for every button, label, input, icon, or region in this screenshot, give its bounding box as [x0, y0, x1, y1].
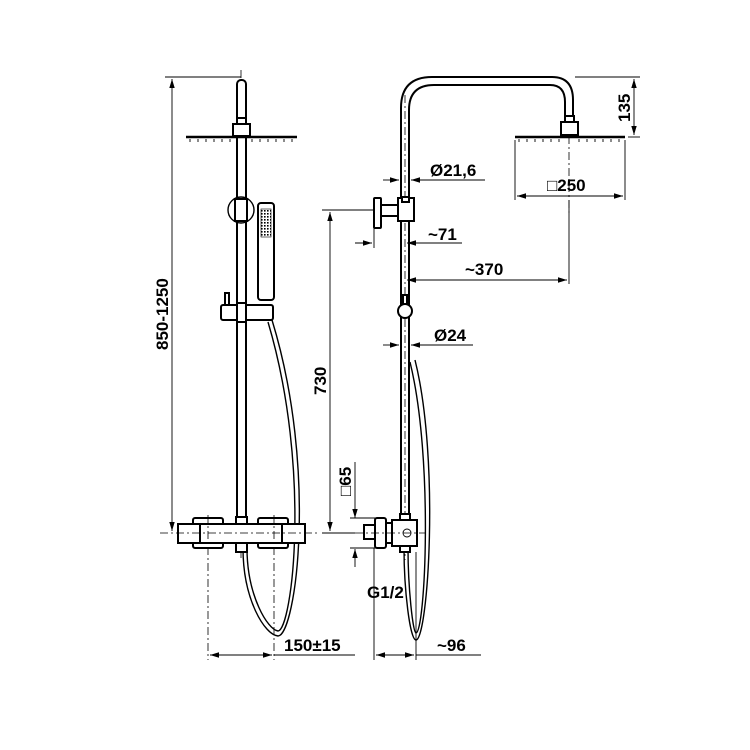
- slider-knob: [397, 294, 413, 319]
- dim-label-mixer-height: 730: [311, 367, 330, 395]
- dim-label-valve-offset: ~71: [428, 225, 457, 244]
- hand-shower: [257, 202, 275, 301]
- dim-label-head-size: □250: [547, 176, 586, 195]
- shower-arm: [400, 76, 574, 520]
- dim-inlet-spacing: 150±15: [210, 636, 355, 658]
- head-connector: [232, 123, 251, 137]
- dim-wall-projection: ~96: [373, 548, 481, 660]
- side-view: [355, 76, 625, 641]
- dim-valve-offset: ~71: [355, 225, 462, 248]
- dim-head-size: □250: [514, 140, 626, 200]
- dim-label-rail-diameter: Ø24: [434, 326, 467, 345]
- dim-rail-diameter: Ø24: [383, 326, 473, 348]
- shower-head-side: [515, 135, 625, 142]
- hose-inner: [246, 321, 296, 632]
- head-connector-side: [560, 121, 579, 136]
- dim-pipe-diameter: Ø21,6: [383, 161, 485, 183]
- dim-arm-reach: ~370: [407, 200, 570, 284]
- thread-label: G1/2: [367, 583, 404, 602]
- slider: [220, 292, 274, 323]
- dim-label-escutcheon: □65: [336, 467, 355, 496]
- diverter-valve: [373, 196, 415, 229]
- dim-label-arm-reach: ~370: [465, 260, 503, 279]
- side-hose-inner: [407, 361, 427, 634]
- dim-escutcheon: □65: [336, 462, 376, 567]
- dim-label-pipe-diameter: Ø21,6: [430, 161, 476, 180]
- hose: [242, 319, 301, 637]
- shower-head-plate: [186, 135, 297, 142]
- side-hose: [403, 359, 431, 641]
- front-view: [160, 70, 320, 660]
- thermostatic-mixer-body: [177, 516, 306, 553]
- dim-label-head-drop: 135: [615, 94, 634, 122]
- dim-label-wall-projection: ~96: [437, 636, 466, 655]
- dim-label-inlet-spacing: 150±15: [284, 636, 341, 655]
- dim-label-height-range: 850-1250: [153, 278, 172, 350]
- dim-mixer-height: 730: [311, 209, 390, 534]
- hand-shower-holder: [234, 198, 248, 222]
- dim-height-range: 850-1250: [153, 76, 241, 531]
- holder-ring: [227, 196, 255, 224]
- dim-head-drop: 135: [575, 76, 640, 138]
